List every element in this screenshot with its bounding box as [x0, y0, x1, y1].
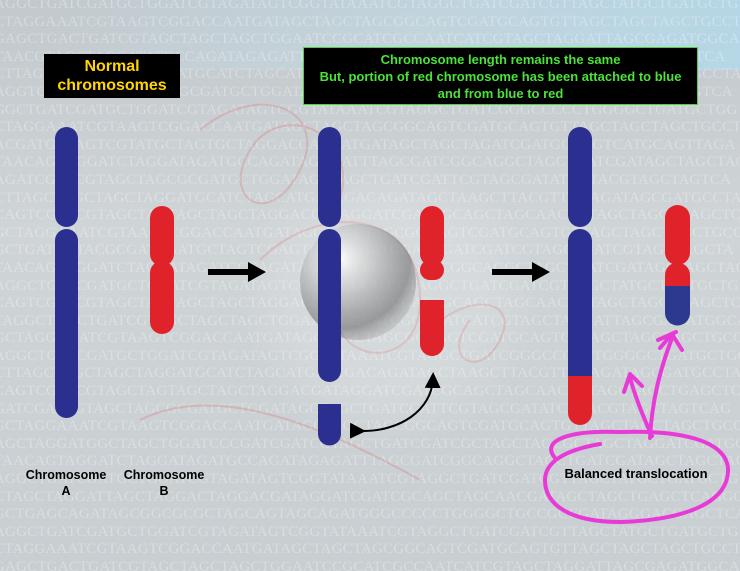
chromosome-a-breaking: [318, 127, 341, 446]
glass-sphere: [300, 224, 416, 340]
chromosome-a-translocated: [568, 127, 592, 425]
chromosome-b-label: Chromosome B: [116, 467, 212, 499]
chromosome-b-breaking: [420, 206, 444, 356]
balanced-translocation-label: Balanced translocation: [564, 466, 708, 481]
chromosome-b-translocated: [665, 205, 690, 326]
note-line-3: and from blue to red: [437, 85, 564, 101]
note-line-2: But, portion of red chromosome has been …: [319, 68, 682, 84]
chromosome-b-letter: B: [159, 484, 169, 498]
arrow-step-1: [208, 262, 266, 282]
chromosome-a-label: Chromosome A: [18, 467, 114, 499]
explanation-note: Chromosome length remains the same But, …: [303, 47, 698, 105]
chromosome-a: [55, 127, 78, 418]
chromosome-b: [150, 206, 174, 334]
note-line-1: Chromosome length remains the same: [380, 51, 621, 67]
exchange-arrow: [349, 372, 441, 439]
chromosome-a-word: Chromosome: [25, 468, 107, 482]
magenta-highlight-annotation: [543, 330, 731, 524]
chromosome-b-word: Chromosome: [123, 468, 205, 482]
chromosome-a-letter: A: [61, 484, 71, 498]
normal-chromosomes-title: Normal chromosomes: [44, 54, 180, 98]
arrow-step-2: [492, 262, 550, 282]
